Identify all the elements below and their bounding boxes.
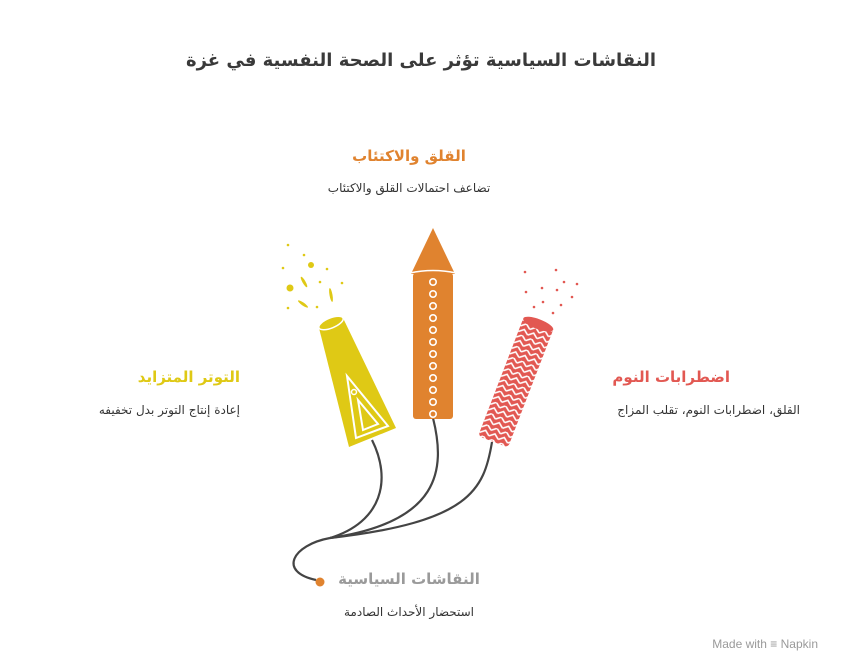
rocket-dot	[428, 385, 437, 394]
rocket-dot	[428, 301, 437, 310]
political-discussions-label: النقاشات السياسية	[338, 570, 480, 588]
increased-tension-label: التوتر المتزايد	[137, 368, 240, 386]
rocket-dot	[428, 313, 437, 322]
anxiety-depression-description: تضاعف احتمالات القلق والاكتئاب	[327, 181, 491, 195]
rocket-dot	[428, 349, 437, 358]
red-sparks-icon	[523, 268, 579, 315]
rocket-dot	[428, 361, 437, 370]
rocket-dot	[428, 409, 437, 418]
rocket-dot	[428, 325, 437, 334]
rocket-dot	[428, 397, 437, 406]
red-firecracker-icon	[479, 316, 554, 447]
napkin-brand: Napkin	[780, 637, 818, 651]
rocket-dot	[428, 277, 437, 286]
anxiety-depression-label: القلق والاكتئاب	[352, 147, 466, 165]
fuse-lines	[292, 417, 494, 582]
diagram-title: النقاشات السياسية تؤثر على الصحة النفسية…	[185, 50, 657, 71]
napkin-watermark[interactable]: Made with ≡ Napkin	[712, 637, 818, 651]
sleep-disorders-description: القلق، اضطرابات النوم، تقلب المزاج	[617, 403, 800, 417]
rocket-dot	[428, 289, 437, 298]
fuse-origin-dot	[315, 577, 325, 587]
increased-tension-description: إعادة إنتاج التوتر بدل تخفيفه	[98, 403, 240, 417]
political-discussions-description: استحضار الأحداث الصادمة	[343, 605, 475, 619]
yellow-firework-icon	[281, 243, 396, 447]
sleep-disorders-label: اضطرابات النوم	[612, 368, 730, 386]
made-with-text: Made with	[712, 637, 767, 651]
napkin-logo-icon: ≡	[770, 637, 778, 651]
rocket-dot	[428, 373, 437, 382]
rocket-dot	[428, 337, 437, 346]
orange-rocket-icon	[409, 228, 457, 419]
